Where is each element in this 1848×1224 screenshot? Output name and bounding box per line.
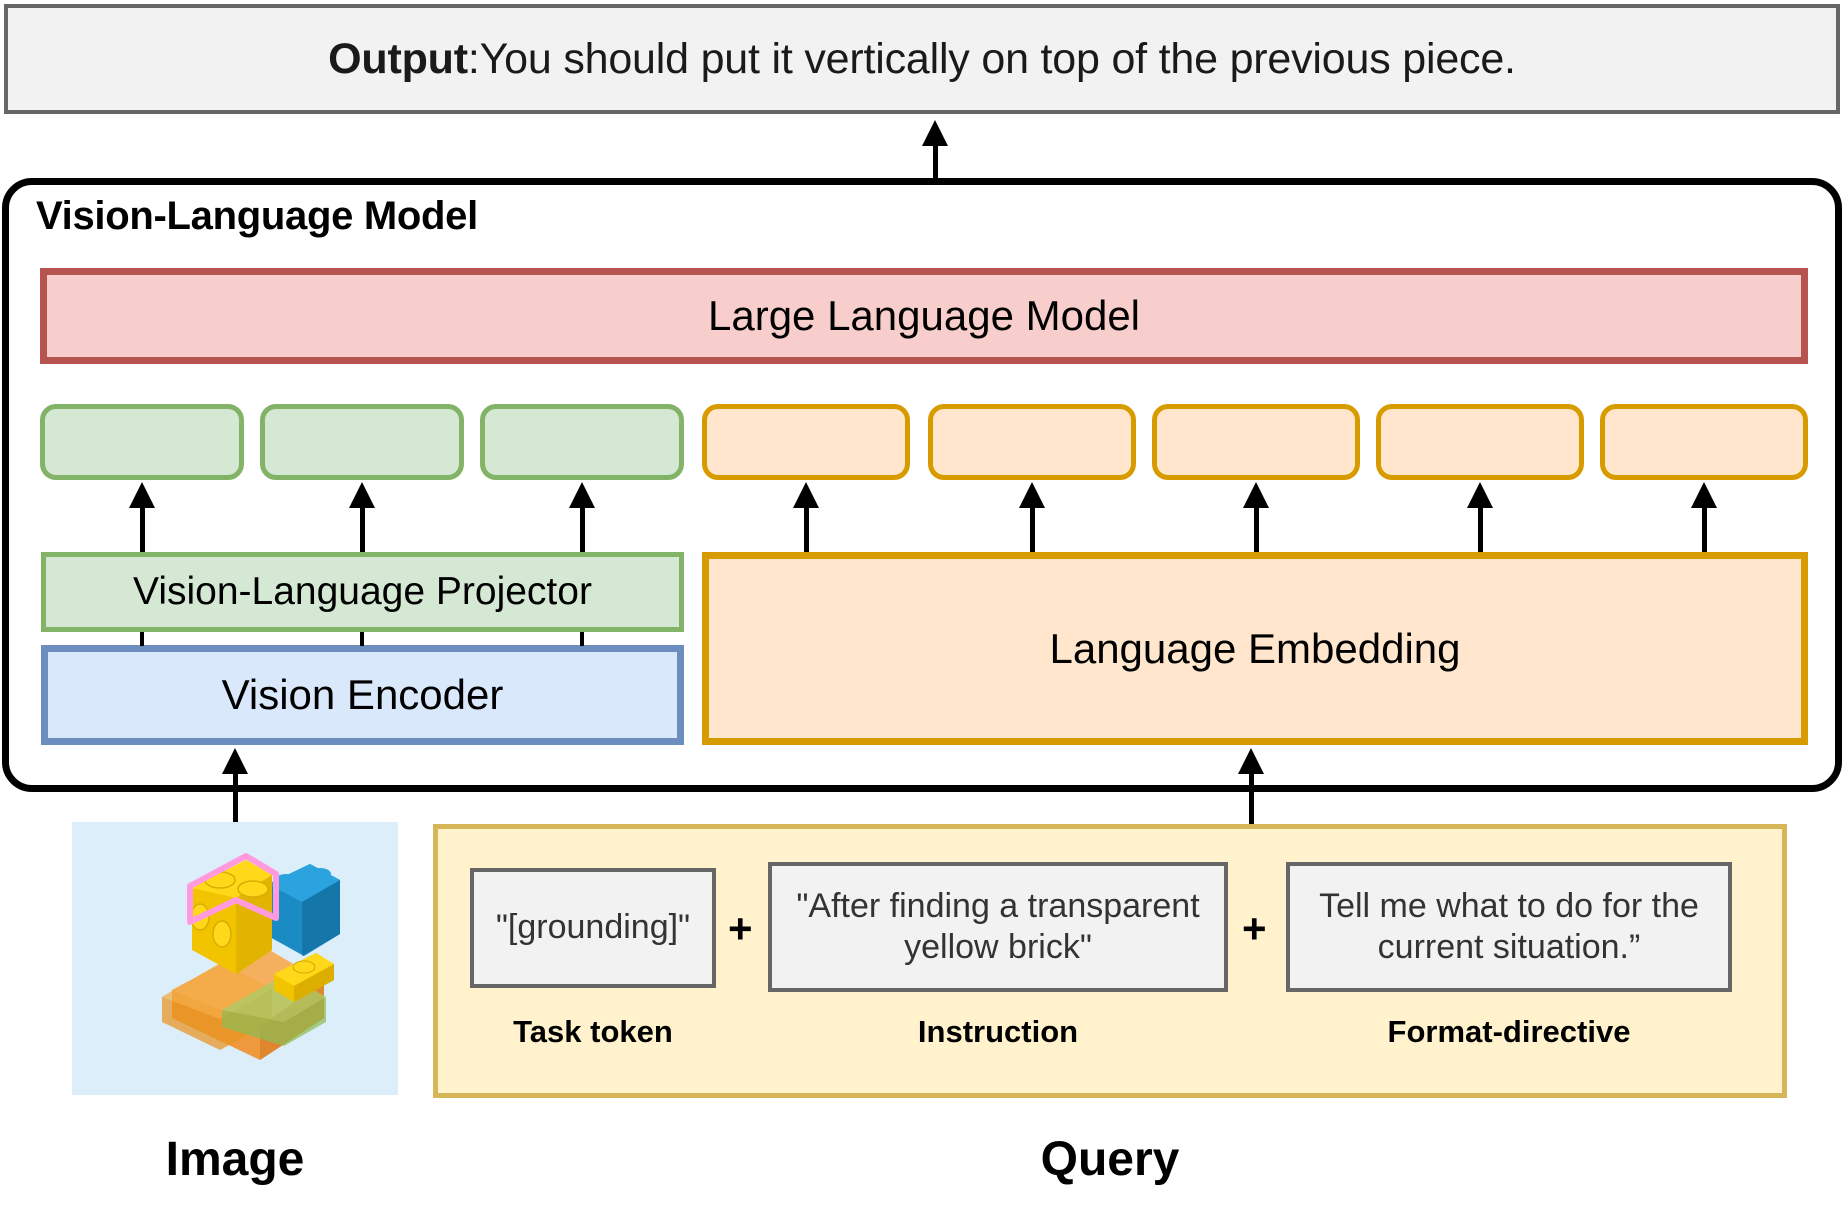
arrow-projector-token2-line — [360, 505, 365, 552]
text-token-1 — [702, 404, 910, 480]
text-token-2 — [928, 404, 1136, 480]
arrow-image-to-encoder-line — [233, 770, 238, 838]
arrow-projector-token1-head — [129, 482, 155, 508]
vision-language-projector-box: Vision-Language Projector — [41, 552, 684, 632]
query-operator-1: + — [728, 905, 753, 952]
arrow-embedding-token4-line — [1478, 505, 1483, 552]
query-operator-2: + — [1242, 905, 1267, 952]
vision-language-model-title: Vision-Language Model — [36, 194, 478, 238]
output-banner: Output: You should put it vertically on … — [4, 4, 1840, 114]
image-caption: Image — [165, 1133, 305, 1186]
lego-assembly-illustration — [72, 822, 398, 1095]
text-token-5 — [1600, 404, 1808, 480]
stub-encoder-projector-1 — [140, 632, 144, 646]
query-chip-format-directive: Tell me what to do for the current situa… — [1286, 862, 1732, 992]
arrow-query-to-embedding-line — [1249, 770, 1254, 838]
vision-token-2 — [260, 404, 464, 480]
arrow-embedding-token2-head — [1019, 482, 1045, 508]
vision-encoder-box: Vision Encoder — [41, 645, 684, 745]
query-caption-format-directive: Format-directive — [1387, 1014, 1631, 1049]
arrow-projector-token3-head — [569, 482, 595, 508]
arrow-llm-to-output-head — [922, 120, 948, 146]
arrow-embedding-token1-head — [793, 482, 819, 508]
arrow-image-to-encoder-head — [222, 748, 248, 774]
arrow-projector-token3-line — [580, 505, 585, 552]
arrow-embedding-token1-line — [804, 505, 809, 552]
text-token-3 — [1152, 404, 1360, 480]
query-caption-task-token: Task token — [513, 1014, 673, 1049]
stub-encoder-projector-2 — [360, 632, 364, 646]
large-language-model-box: Large Language Model — [40, 268, 1808, 364]
vision-token-3 — [480, 404, 684, 480]
output-separator: : — [467, 34, 480, 83]
query-chip-task-token: "[grounding]" — [470, 868, 716, 988]
arrow-projector-token2-head — [349, 482, 375, 508]
arrow-embedding-token5-head — [1691, 482, 1717, 508]
stub-encoder-projector-3 — [580, 632, 584, 646]
query-chip-instruction: "After finding a transparent yellow bric… — [768, 862, 1228, 992]
output-text: You should put it vertically on top of t… — [479, 34, 1516, 83]
vision-token-1 — [40, 404, 244, 480]
arrow-embedding-token5-line — [1702, 505, 1707, 552]
arrow-embedding-token3-line — [1254, 505, 1259, 552]
arrow-query-to-embedding-head — [1238, 748, 1264, 774]
query-caption: Query — [1040, 1133, 1180, 1186]
output-label: Output — [328, 34, 468, 83]
query-caption-instruction: Instruction — [917, 1014, 1079, 1049]
language-embedding-box: Language Embedding — [702, 552, 1808, 745]
text-token-4 — [1376, 404, 1584, 480]
input-image-thumbnail — [72, 822, 398, 1095]
arrow-embedding-token2-line — [1030, 505, 1035, 552]
arrow-embedding-token4-head — [1467, 482, 1493, 508]
arrow-projector-token1-line — [140, 505, 145, 552]
arrow-embedding-token3-head — [1243, 482, 1269, 508]
